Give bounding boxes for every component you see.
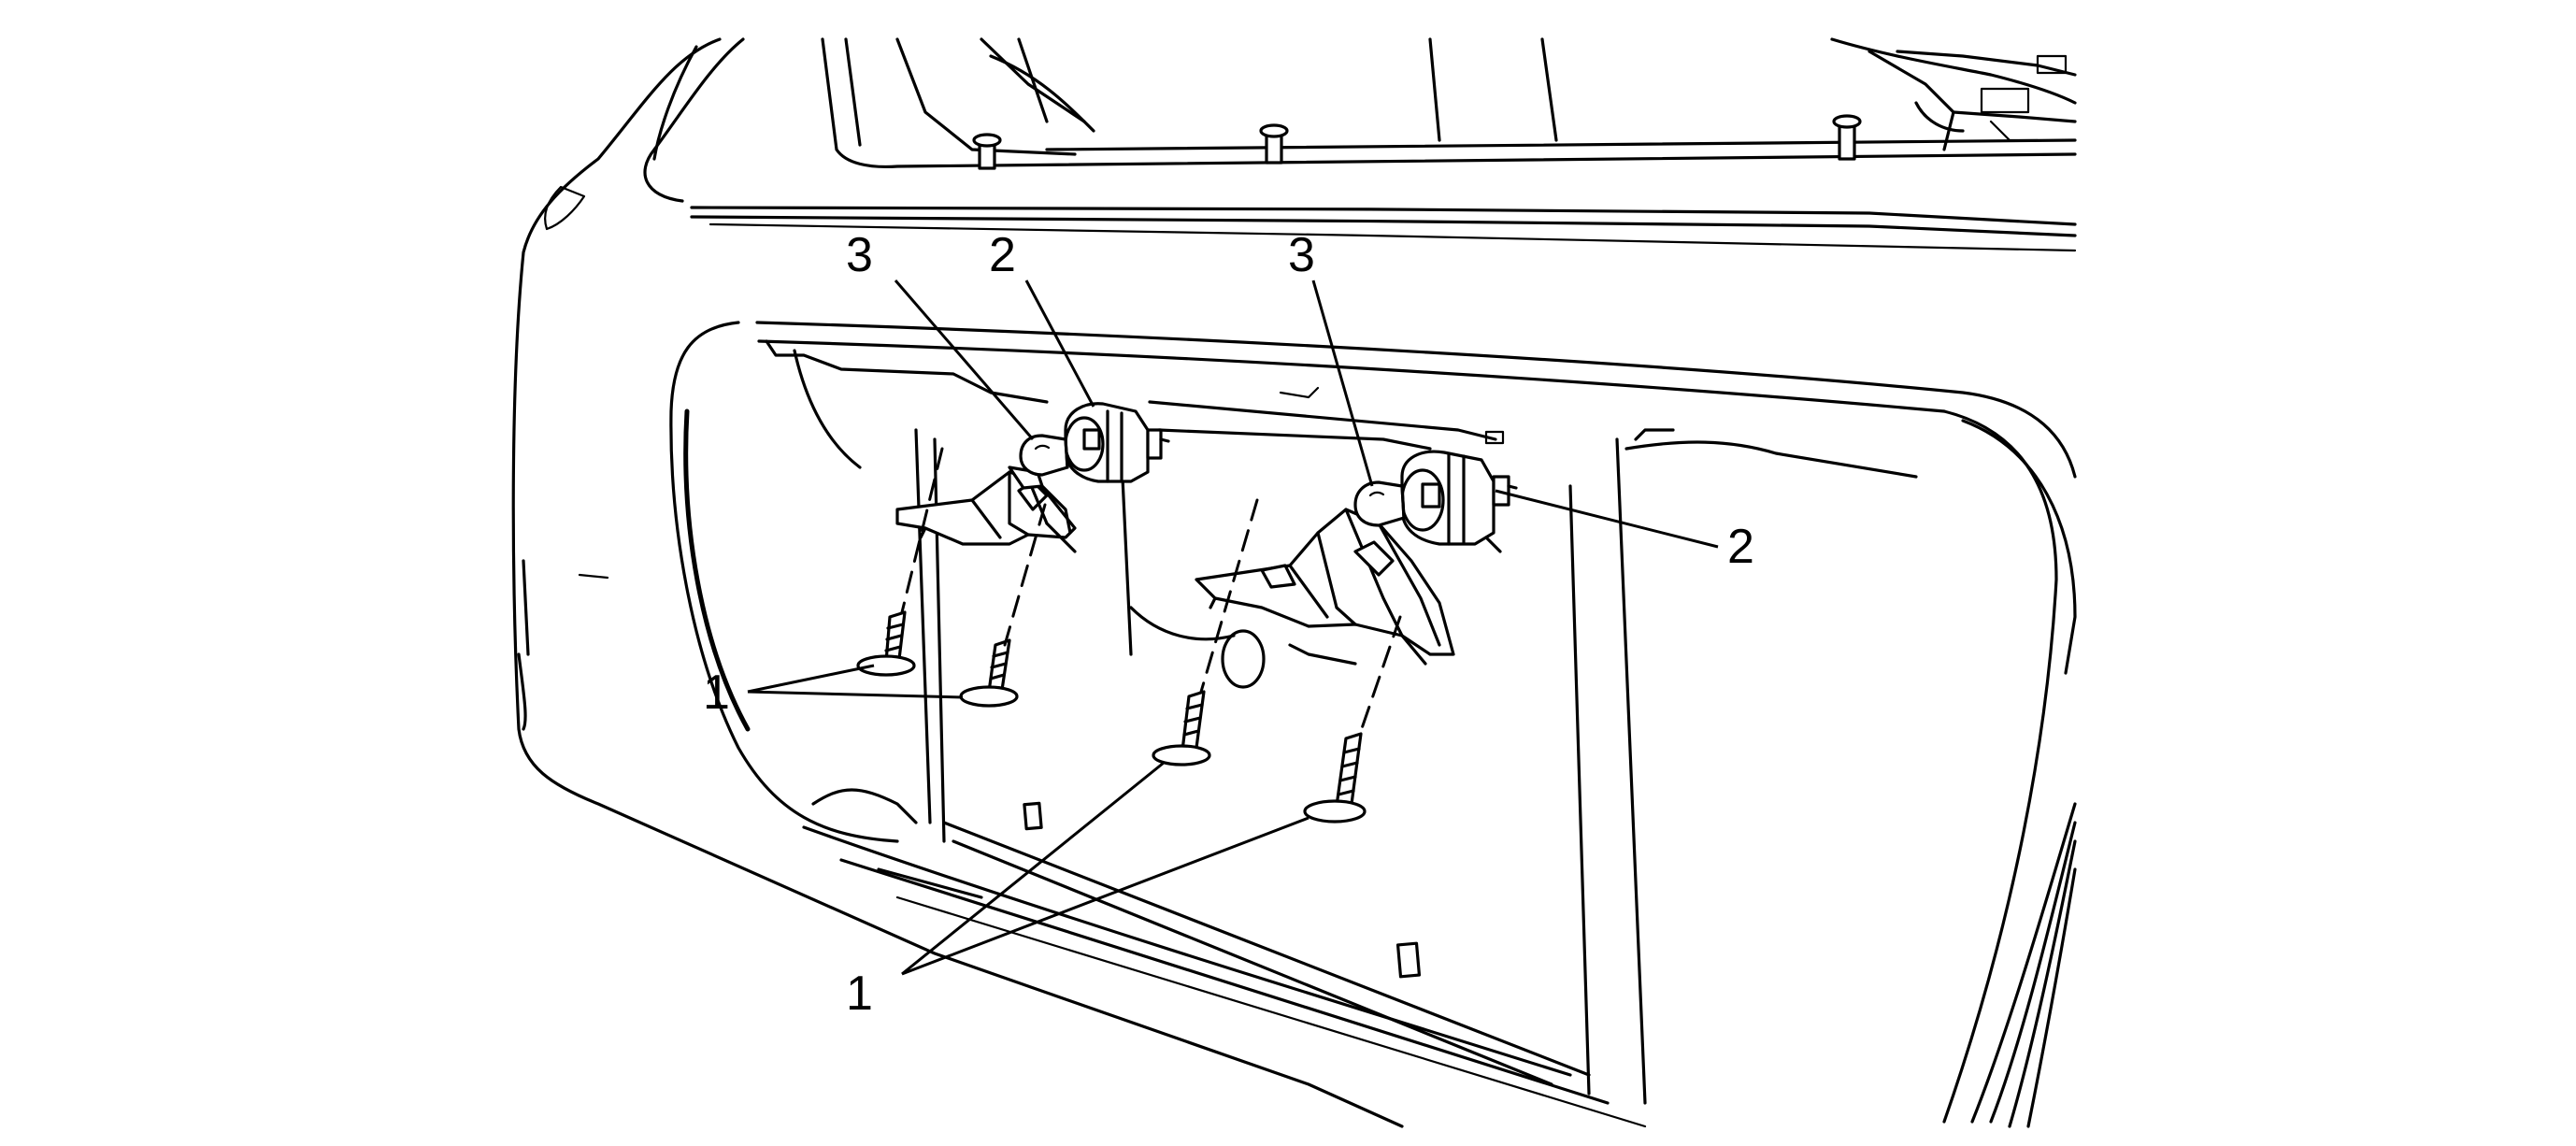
callouts: 3 2 3 2 1 1 bbox=[703, 228, 1754, 1021]
left-lamp-assembly bbox=[856, 402, 1170, 708]
lamp-socket-icon bbox=[1064, 402, 1170, 483]
lamp-socket-icon bbox=[1400, 450, 1518, 553]
callout-3-right: 3 bbox=[1288, 228, 1315, 282]
push-pin-fastener-icon bbox=[959, 638, 1019, 708]
bulb-icon bbox=[1353, 480, 1406, 527]
callout-1-bottom: 1 bbox=[846, 967, 873, 1021]
rear-bumper-outline bbox=[511, 37, 2077, 1128]
push-pin-fastener-icon bbox=[1152, 690, 1211, 766]
stud bbox=[1832, 114, 1862, 161]
stud bbox=[1259, 123, 1289, 165]
right-lamp-assembly bbox=[1152, 450, 1518, 824]
bulb-icon bbox=[1019, 434, 1069, 477]
push-pin-fastener-icon bbox=[1303, 732, 1367, 824]
callout-1-left: 1 bbox=[703, 666, 730, 720]
push-pin-fastener-icon bbox=[856, 610, 916, 677]
lamp-bracket-icon bbox=[1195, 508, 1455, 666]
callout-3-left: 3 bbox=[846, 228, 873, 282]
stud bbox=[972, 133, 1002, 170]
lamp-bracket-icon bbox=[895, 466, 1077, 553]
leader-lines bbox=[747, 279, 1719, 976]
callout-2-left: 2 bbox=[989, 228, 1016, 282]
trunk-upper-area bbox=[821, 37, 2077, 170]
callout-2-right: 2 bbox=[1727, 520, 1754, 574]
license-plate-recess bbox=[669, 321, 2077, 1128]
